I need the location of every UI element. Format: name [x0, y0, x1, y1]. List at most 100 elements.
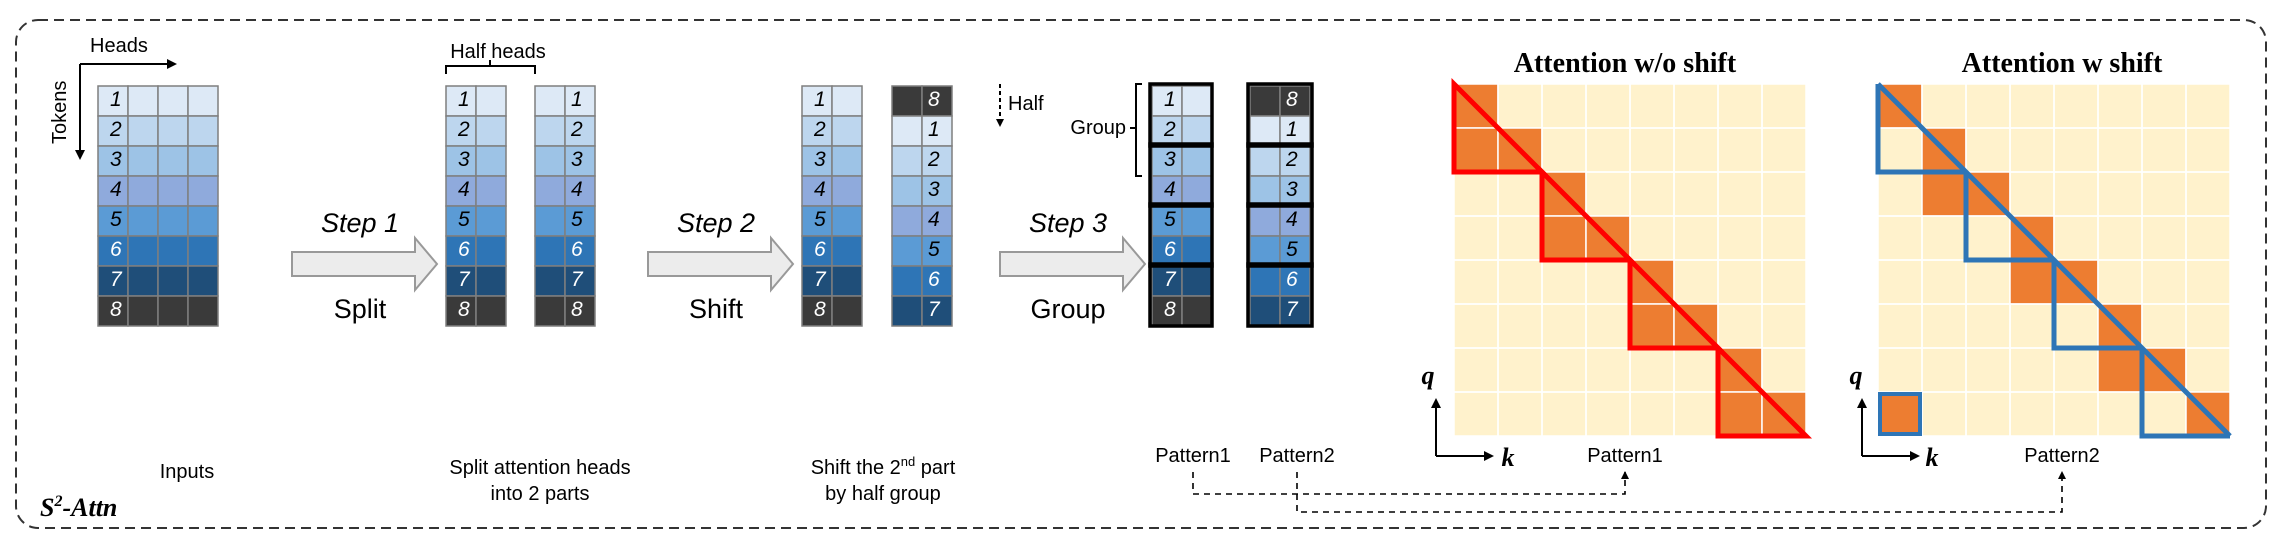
token-number: 1 [571, 88, 583, 111]
token-cell [921, 295, 953, 327]
half-label: Half [1008, 93, 1044, 115]
step2-arrow [647, 235, 795, 293]
token-number: 4 [1164, 178, 1176, 201]
token-cell [831, 265, 863, 297]
token-cell [157, 145, 189, 177]
group-box [1148, 202, 1214, 268]
token-cell [1181, 265, 1213, 297]
token-number: 4 [458, 178, 470, 201]
token-number: 7 [110, 268, 123, 291]
token-cell [157, 175, 189, 207]
attn-no-shift-pattern: Pattern1 [1587, 445, 1663, 467]
token-number: 4 [110, 178, 122, 201]
token-number: 6 [110, 238, 122, 261]
token-cell [831, 145, 863, 177]
token-number: 8 [458, 298, 470, 321]
token-cell [1249, 145, 1281, 177]
token-cell [1181, 145, 1213, 177]
token-number: 5 [1164, 208, 1176, 231]
attention-matrix-shift [1875, 82, 2232, 439]
token-number: 4 [928, 208, 940, 231]
group-box [1148, 262, 1214, 328]
token-number: 5 [110, 208, 122, 231]
step3-arrow [999, 235, 1147, 293]
token-cell [1249, 115, 1281, 147]
inputs-caption: Inputs [160, 461, 214, 483]
token-cell [475, 265, 507, 297]
token-cell [831, 85, 863, 117]
token-number: 2 [457, 118, 470, 141]
token-cell [187, 115, 219, 147]
token-cell [564, 175, 596, 207]
token-number: 6 [928, 268, 940, 291]
outer-dashed-frame [15, 19, 2267, 529]
token-cell [127, 265, 159, 297]
token-cell [445, 175, 477, 207]
token-cell [891, 175, 923, 207]
attention-block-outline [1627, 253, 1725, 351]
token-cell [475, 85, 507, 117]
token-number: 3 [1286, 178, 1298, 201]
token-cell [534, 295, 566, 327]
token-cell [1249, 85, 1281, 117]
token-cell [891, 265, 923, 297]
token-cell [534, 145, 566, 177]
step2-title: Step 2 [677, 208, 755, 238]
token-cell [1249, 295, 1281, 327]
token-cell [127, 205, 159, 237]
token-number: 7 [814, 268, 827, 291]
token-cell [127, 115, 159, 147]
token-cell [187, 175, 219, 207]
token-cell [891, 145, 923, 177]
token-number: 5 [814, 208, 826, 231]
token-number: 2 [927, 148, 940, 171]
token-cell [127, 85, 159, 117]
step3-title: Step 3 [1029, 208, 1107, 238]
token-cell [157, 235, 189, 267]
token-number: 6 [571, 238, 583, 261]
attn-shift-q: q [1850, 361, 1863, 390]
attn-shift-title: Attention w shift [1962, 48, 2163, 79]
token-number: 5 [1286, 238, 1298, 261]
token-cell [1151, 115, 1183, 147]
token-cell [1279, 115, 1311, 147]
token-cell [97, 175, 129, 207]
token-cell [187, 265, 219, 297]
group-box [1246, 82, 1314, 148]
group-box [1148, 142, 1214, 208]
attention-block-outline [2139, 348, 2230, 439]
matrix-cell [1877, 391, 1923, 437]
pattern1-label: Pattern1 [1155, 445, 1231, 467]
token-cell [891, 205, 923, 237]
pattern2-connector [1296, 471, 2066, 513]
token-number: 8 [1286, 88, 1298, 111]
token-cell [831, 175, 863, 207]
token-number: 1 [458, 88, 470, 111]
matrix-cell [1541, 215, 1587, 261]
token-cell [534, 265, 566, 297]
token-cell [891, 85, 923, 117]
group-bracket [1130, 83, 1142, 177]
token-cell [534, 235, 566, 267]
wraparound-cell-outline [1878, 392, 1922, 436]
token-cell [97, 265, 129, 297]
token-cell [1151, 175, 1183, 207]
token-number: 3 [458, 148, 470, 171]
token-cell [921, 235, 953, 267]
token-number: 3 [814, 148, 826, 171]
token-cell [1279, 235, 1311, 267]
token-cell [475, 115, 507, 147]
token-cell [831, 205, 863, 237]
token-number: 3 [110, 148, 122, 171]
token-cell [1249, 265, 1281, 297]
token-cell [921, 115, 953, 147]
token-cell [157, 205, 189, 237]
matrix-cell [2009, 259, 2055, 305]
tokens-axis-label: Tokens [49, 81, 71, 144]
s2-attn-label: S2-Attn [40, 493, 117, 522]
token-cell [831, 235, 863, 267]
token-cell [564, 85, 596, 117]
